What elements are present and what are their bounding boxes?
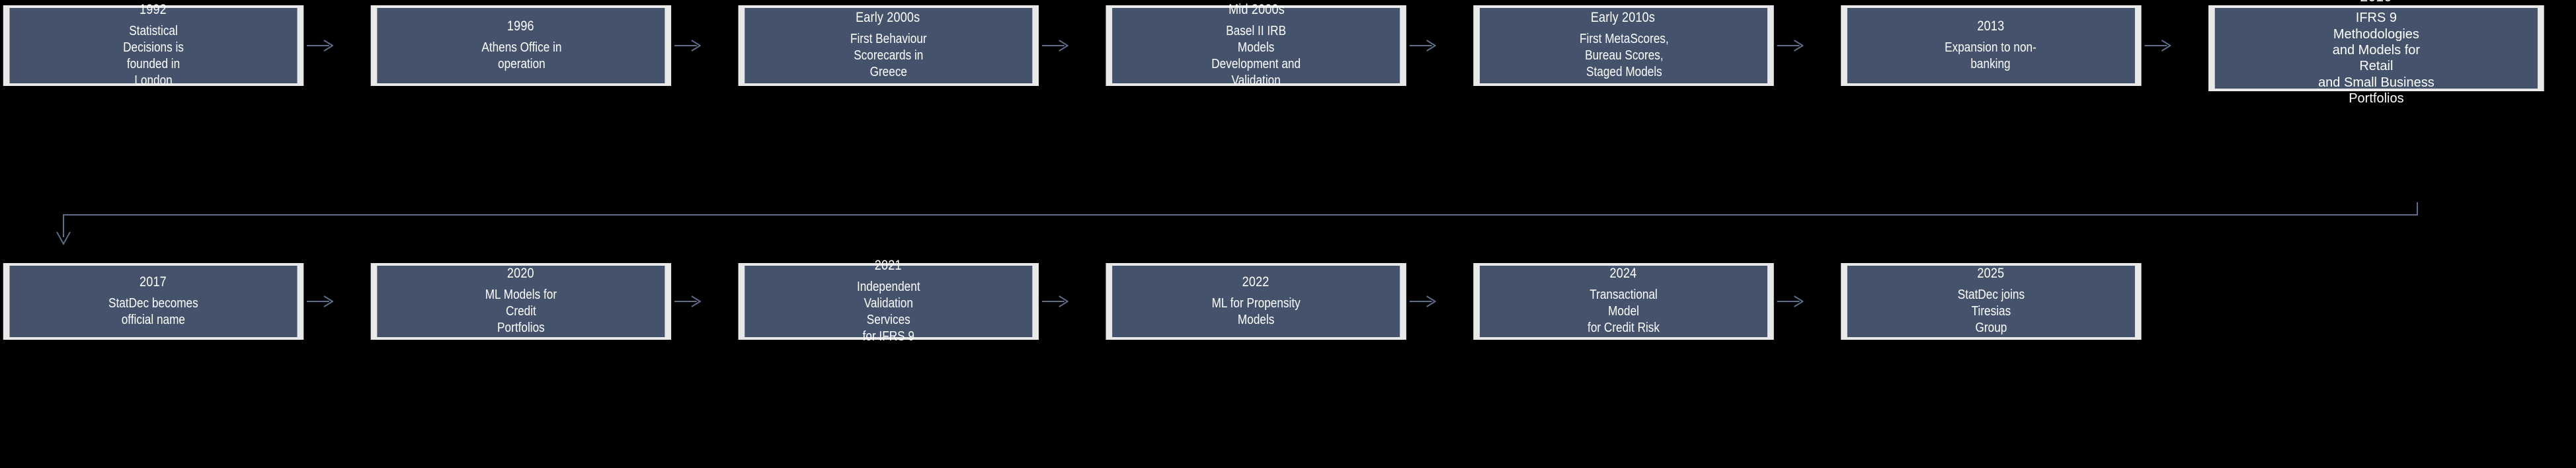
arrow-right-icon [303,263,371,340]
node-description: Basel II IRB Models Development and Vali… [1211,23,1301,89]
node-description: Statistical Decisions is founded in Lond… [123,23,184,89]
node-year: Mid 2000s [1228,1,1285,17]
node-year: 2017 [140,274,167,290]
timeline-node-2016[interactable]: 2016IFRS 9 Methodologies and Models for … [2208,0,2544,106]
node-description: Transactional Model for Credit Risk [1588,288,1660,336]
node-year: 2021 [875,257,903,273]
node-year: 2024 [1610,266,1637,282]
node-year: 2020 [507,266,535,282]
arrow-right-icon [671,5,739,86]
arrow-right-icon [1774,5,1841,86]
node-year: 2022 [1242,274,1270,290]
arrow-right-icon [671,263,739,340]
arrow-right-icon [1406,263,1474,340]
node-year: 2016 [2360,0,2392,6]
node-year: 2013 [1977,18,2005,34]
node-description: StatDec becomes official name [108,295,198,327]
node-description: ML Models for Credit Portfolios [485,288,557,336]
node-description: First MetaScores, Bureau Scores, Staged … [1579,32,1668,80]
node-description: ML for Propensity Models [1211,295,1301,327]
node-year: Early 2010s [1591,10,1656,26]
node-description: StatDec joins Tiresias Group [1957,288,2025,336]
arrow-right-icon [1774,263,1841,340]
timeline-node-2022[interactable]: 2022 ML for Propensity Models [1106,263,1406,340]
node-description: IFRS 9 Methodologies and Models for Reta… [2318,11,2435,106]
node-year: Early 2000s [856,10,921,26]
node-year: 2025 [1977,266,2005,282]
arrow-right-icon [1039,263,1106,340]
node-description: First Behaviour Scorecards in Greece [850,32,927,80]
node-description: Expansion to non- banking [1945,40,2037,71]
arrow-right-icon [1406,5,1474,86]
node-year: 1996 [507,18,535,34]
arrow-right-icon [1039,5,1106,86]
timeline-node-2020[interactable]: 2020 ML Models for Credit Portfolios [370,263,672,340]
node-year: 1992 [140,1,167,17]
arrow-right-icon [303,5,371,86]
arrow-right-icon [2142,5,2209,86]
node-description: Athens Office in operation [481,40,561,71]
node-description: Independent Validation Services for IFRS… [856,279,920,344]
